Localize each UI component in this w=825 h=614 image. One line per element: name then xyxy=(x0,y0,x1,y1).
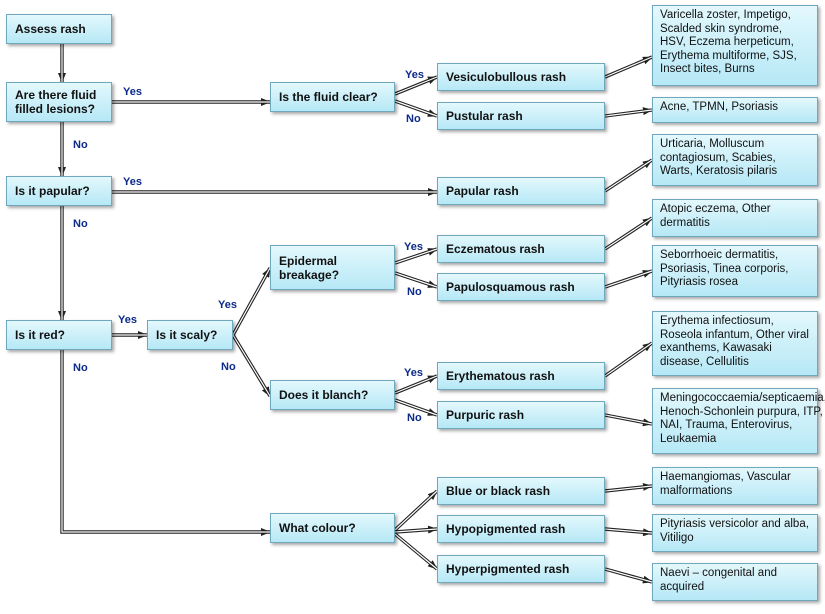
assess-rash-label: Assess rash xyxy=(15,22,86,36)
yes-label-papular: Yes xyxy=(123,176,142,188)
no-label-red: No xyxy=(73,362,88,374)
pustular-rash-node: Pustular rash xyxy=(437,102,605,130)
connector-inner-red-to-colour xyxy=(61,350,270,533)
hyperpigmented-rash-node: Hyperpigmented rash xyxy=(437,555,605,583)
pustular-rash-label: Pustular rash xyxy=(446,109,523,123)
vesiculobullous-causes: Varicella zoster, Impetigo, Scalded skin… xyxy=(652,5,818,86)
hypopigmented-rash-label: Hypopigmented rash xyxy=(446,522,566,536)
papular-causes: Urticaria, Molluscum contagiosum, Scabie… xyxy=(652,134,818,186)
connector-inner-colour-to-hyperpigmented xyxy=(394,533,438,570)
blue-black-causes-text: Haemangiomas, Vascular malformations xyxy=(660,471,791,497)
papulosquamous-causes-text: Seborrhoeic dermatitis, Psoriasis, Tinea… xyxy=(660,249,789,288)
connector-inner-clear-to-pustular xyxy=(394,100,438,117)
colour-question: What colour? xyxy=(270,513,395,543)
scaly-question-label: Is it scaly? xyxy=(156,328,218,342)
blue-black-causes: Haemangiomas, Vascular malformations xyxy=(652,467,818,505)
papular-rash-label: Papular rash xyxy=(446,184,519,198)
vesiculobullous-rash-node: Vesiculobullous rash xyxy=(437,63,605,91)
blue-black-rash-label: Blue or black rash xyxy=(446,484,551,498)
eczematous-causes-text: Atopic eczema, Other dermatitis xyxy=(660,203,771,229)
blue-black-rash-node: Blue or black rash xyxy=(437,477,605,505)
blanch-question: Does it blanch? xyxy=(270,380,395,410)
erythematous-causes-text: Erythema infectiosum, Roseola infantum, … xyxy=(660,315,809,368)
yes-label-clear: Yes xyxy=(405,69,424,81)
purpuric-rash-label: Purpuric rash xyxy=(446,408,525,422)
eczematous-rash-node: Eczematous rash xyxy=(437,235,605,263)
fluid-filled-question: Are there fluid filled lesions? xyxy=(6,82,112,122)
hypopigmented-rash-node: Hypopigmented rash xyxy=(437,515,605,543)
connector-inner-epidermal-to-eczematous xyxy=(394,248,438,264)
fluid-filled-label: Are there fluid filled lesions? xyxy=(15,88,97,116)
connector-inner-scaly-to-blanch xyxy=(232,334,271,397)
pustular-causes-text: Acne, TPMN, Psoriasis xyxy=(660,101,779,113)
connector-inner-epidermal-to-papulosquamous xyxy=(394,272,438,288)
no-label-papular: No xyxy=(73,218,88,230)
connector-inner-blanch-to-purpuric xyxy=(394,399,438,416)
papular-question-label: Is it papular? xyxy=(15,184,90,198)
erythematous-causes: Erythema infectiosum, Roseola infantum, … xyxy=(652,311,818,376)
hyperpigmented-causes: Naevi – congenital and acquired xyxy=(652,563,818,601)
scaly-question: Is it scaly? xyxy=(147,320,233,350)
connector-inner-clear-to-vesiculobullous xyxy=(394,76,438,95)
epidermal-breakage-question: Epidermal breakage? xyxy=(270,245,395,290)
connector-inner-hyperpigmented-to-causes xyxy=(604,568,653,583)
connector-inner-papular-rash-to-causes xyxy=(604,159,653,192)
yes-label-fluid: Yes xyxy=(123,86,142,98)
hyperpigmented-causes-text: Naevi – congenital and acquired xyxy=(660,567,777,593)
erythematous-rash-label: Erythematous rash xyxy=(446,369,555,383)
connector-inner-scaly-to-epidermal xyxy=(232,267,271,336)
connector-inner-hypopigmented-to-causes xyxy=(604,528,653,534)
purpuric-causes: Meningococcaemia/septicaemia, Henoch-Sch… xyxy=(652,388,825,454)
yes-label-red: Yes xyxy=(118,314,137,326)
papulosquamous-rash-label: Papulosquamous rash xyxy=(446,280,575,294)
no-label-fluid: No xyxy=(73,139,88,151)
connector-inner-purpuric-to-causes xyxy=(604,414,653,425)
hypopigmented-causes: Pityriasis versicolor and alba, Vitiligo xyxy=(652,514,818,552)
assess-rash-node: Assess rash xyxy=(6,14,112,44)
epidermal-breakage-label: Epidermal breakage? xyxy=(279,253,340,282)
papulosquamous-rash-node: Papulosquamous rash xyxy=(437,273,605,301)
purpuric-causes-text: Meningococcaemia/septicaemia, Henoch-Sch… xyxy=(660,392,825,445)
connector-inner-pustular-to-causes xyxy=(604,109,653,117)
connector-inner-papulosquamous-to-causes xyxy=(604,270,653,288)
no-label-blanch: No xyxy=(407,412,422,424)
colour-question-label: What colour? xyxy=(279,521,356,535)
no-label-scaly: No xyxy=(221,361,236,373)
fluid-clear-question: Is the fluid clear? xyxy=(270,82,395,112)
connector-inner-eczematous-to-causes xyxy=(604,217,653,250)
connector-inner-colour-to-blue-black xyxy=(394,490,438,531)
yes-label-scaly: Yes xyxy=(218,299,237,311)
papulosquamous-causes: Seborrhoeic dermatitis, Psoriasis, Tinea… xyxy=(652,245,818,297)
connector-inner-erythematous-to-causes xyxy=(604,342,653,377)
vesiculobullous-rash-label: Vesiculobullous rash xyxy=(446,70,567,84)
no-label-clear: No xyxy=(406,113,421,125)
papular-rash-node: Papular rash xyxy=(437,177,605,205)
erythematous-rash-node: Erythematous rash xyxy=(437,362,605,390)
hyperpigmented-rash-label: Hyperpigmented rash xyxy=(446,562,570,576)
purpuric-rash-node: Purpuric rash xyxy=(437,401,605,429)
connector-inner-blanch-to-erythematous xyxy=(394,375,438,394)
eczematous-causes: Atopic eczema, Other dermatitis xyxy=(652,199,818,237)
blanch-question-label: Does it blanch? xyxy=(279,388,369,402)
papular-question: Is it papular? xyxy=(6,176,112,206)
no-label-epidermal: No xyxy=(407,286,422,298)
yes-label-epidermal: Yes xyxy=(404,241,423,253)
connector-inner-blue-black-to-causes xyxy=(604,485,653,492)
red-question: Is it red? xyxy=(6,320,112,350)
yes-label-blanch: Yes xyxy=(404,367,423,379)
eczematous-rash-label: Eczematous rash xyxy=(446,242,545,256)
vesiculobullous-causes-text: Varicella zoster, Impetigo, Scalded skin… xyxy=(660,9,797,75)
connector-red-to-colour xyxy=(60,350,271,536)
fluid-clear-label: Is the fluid clear? xyxy=(279,90,378,104)
connector-inner-vesiculobullous-to-causes xyxy=(604,56,653,78)
red-question-label: Is it red? xyxy=(15,328,66,342)
pustular-causes: Acne, TPMN, Psoriasis xyxy=(652,97,818,123)
connector-inner-colour-to-hypopigmented xyxy=(394,528,438,533)
papular-causes-text: Urticaria, Molluscum contagiosum, Scabie… xyxy=(660,138,778,177)
hypopigmented-causes-text: Pityriasis versicolor and alba, Vitiligo xyxy=(660,518,809,544)
